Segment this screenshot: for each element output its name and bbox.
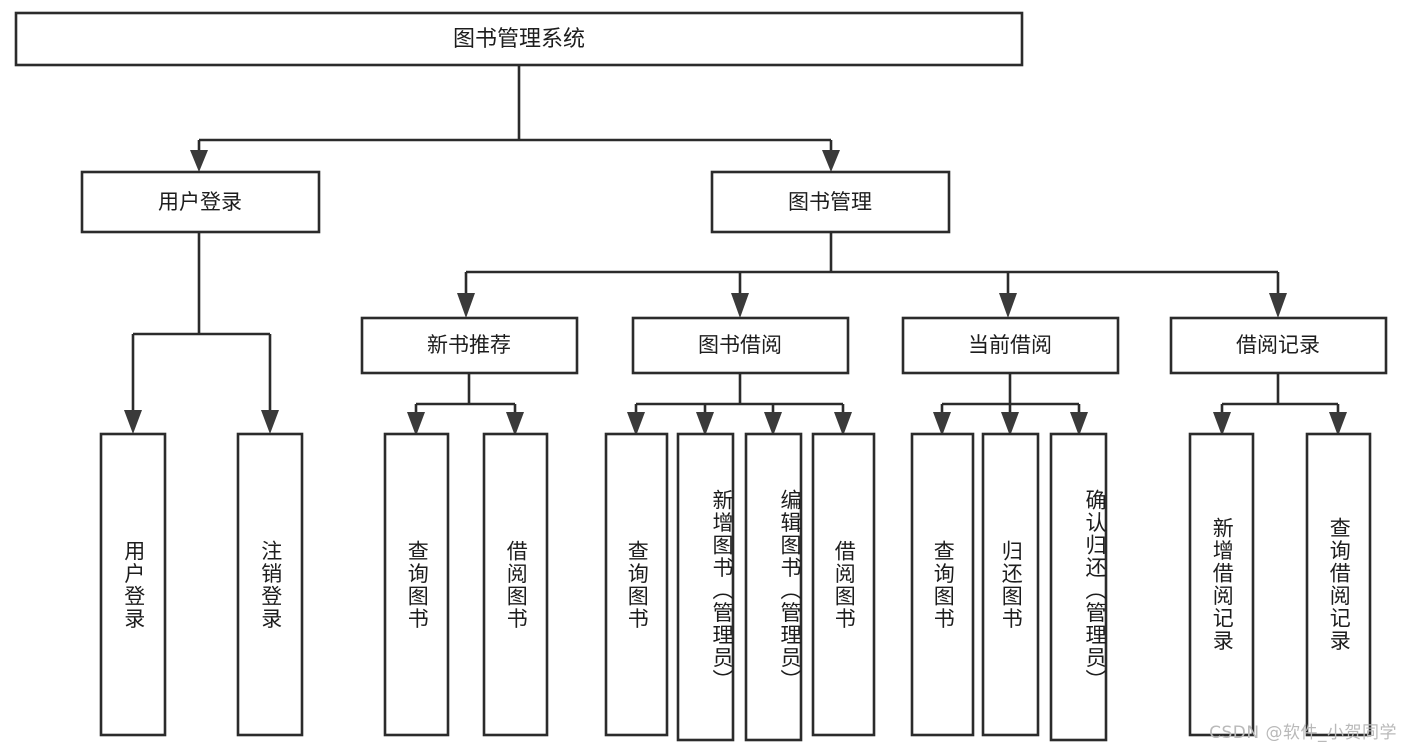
arrow-borrow-l1-icon — [627, 412, 645, 436]
node-user-login-label: 用户登录 — [158, 190, 242, 214]
node-leaf-return-book-box[interactable] — [981, 432, 1040, 737]
arrow-bm-newbook-icon — [457, 293, 475, 318]
arrow-bm-borrow-icon — [731, 293, 749, 318]
node-leaf-confirm-return-box[interactable] — [1049, 432, 1108, 742]
arrow-user-login-leaf1-icon — [124, 410, 142, 434]
node-leaf-borrow-book-1-box[interactable] — [482, 432, 549, 737]
node-leaf-add-book-box[interactable] — [676, 432, 735, 742]
node-book-borrow-box[interactable] — [631, 316, 850, 375]
arrow-current-l1-icon — [933, 412, 951, 436]
arrow-user-login-leaf2-icon — [261, 410, 279, 434]
node-leaf-user-login-box[interactable] — [99, 432, 167, 737]
node-leaf-add-record-box[interactable] — [1188, 432, 1255, 737]
nodes-layer: 图书管理系统 用户登录 图书管理 新书推荐 图书借阅 当前借阅 借阅记录 — [14, 11, 1388, 742]
node-leaf-query-book-2-box[interactable] — [604, 432, 669, 737]
arrow-newbook-l1-icon — [407, 412, 425, 436]
node-new-book-recommend-box[interactable] — [360, 316, 579, 375]
node-leaf-edit-book-box[interactable] — [744, 432, 803, 742]
arrow-root-to-user-login-icon — [190, 150, 208, 172]
arrow-bm-record-icon — [1269, 293, 1287, 318]
node-current-borrow-label: 当前借阅 — [968, 333, 1052, 357]
arrow-record-l1-icon — [1213, 412, 1231, 436]
node-new-book-recommend-label: 新书推荐 — [427, 333, 511, 357]
arrow-bm-current-icon — [999, 293, 1017, 318]
arrow-root-to-book-manage-icon — [822, 150, 840, 172]
arrow-current-l3-icon — [1070, 412, 1088, 436]
node-book-manage-label: 图书管理 — [788, 190, 872, 214]
node-book-borrow-label: 图书借阅 — [698, 333, 782, 357]
arrow-record-l2-icon — [1329, 412, 1347, 436]
node-leaf-query-book-3-box[interactable] — [910, 432, 975, 737]
node-current-borrow-box[interactable] — [901, 316, 1120, 375]
node-user-login-box[interactable] — [80, 170, 321, 234]
node-book-manage-box[interactable] — [710, 170, 951, 234]
node-borrow-record-box[interactable] — [1169, 316, 1388, 375]
node-leaf-query-book-1-box[interactable] — [383, 432, 450, 737]
node-leaf-query-record-box[interactable] — [1305, 432, 1372, 737]
node-leaf-logout-box[interactable] — [236, 432, 304, 737]
node-borrow-record-label: 借阅记录 — [1236, 333, 1320, 357]
arrow-borrow-l4-icon — [834, 412, 852, 436]
node-root-label: 图书管理系统 — [453, 27, 585, 52]
arrow-current-l2-icon — [1001, 412, 1019, 436]
edges-layer — [124, 65, 1347, 436]
arrow-borrow-l2-icon — [696, 412, 714, 436]
arrow-newbook-l2-icon — [506, 412, 524, 436]
watermark-text: CSDN @软件_小贺同学 — [1209, 723, 1397, 743]
arrow-borrow-l3-icon — [764, 412, 782, 436]
node-root-box[interactable] — [14, 11, 1024, 67]
node-leaf-borrow-book-2-box[interactable] — [811, 432, 876, 737]
